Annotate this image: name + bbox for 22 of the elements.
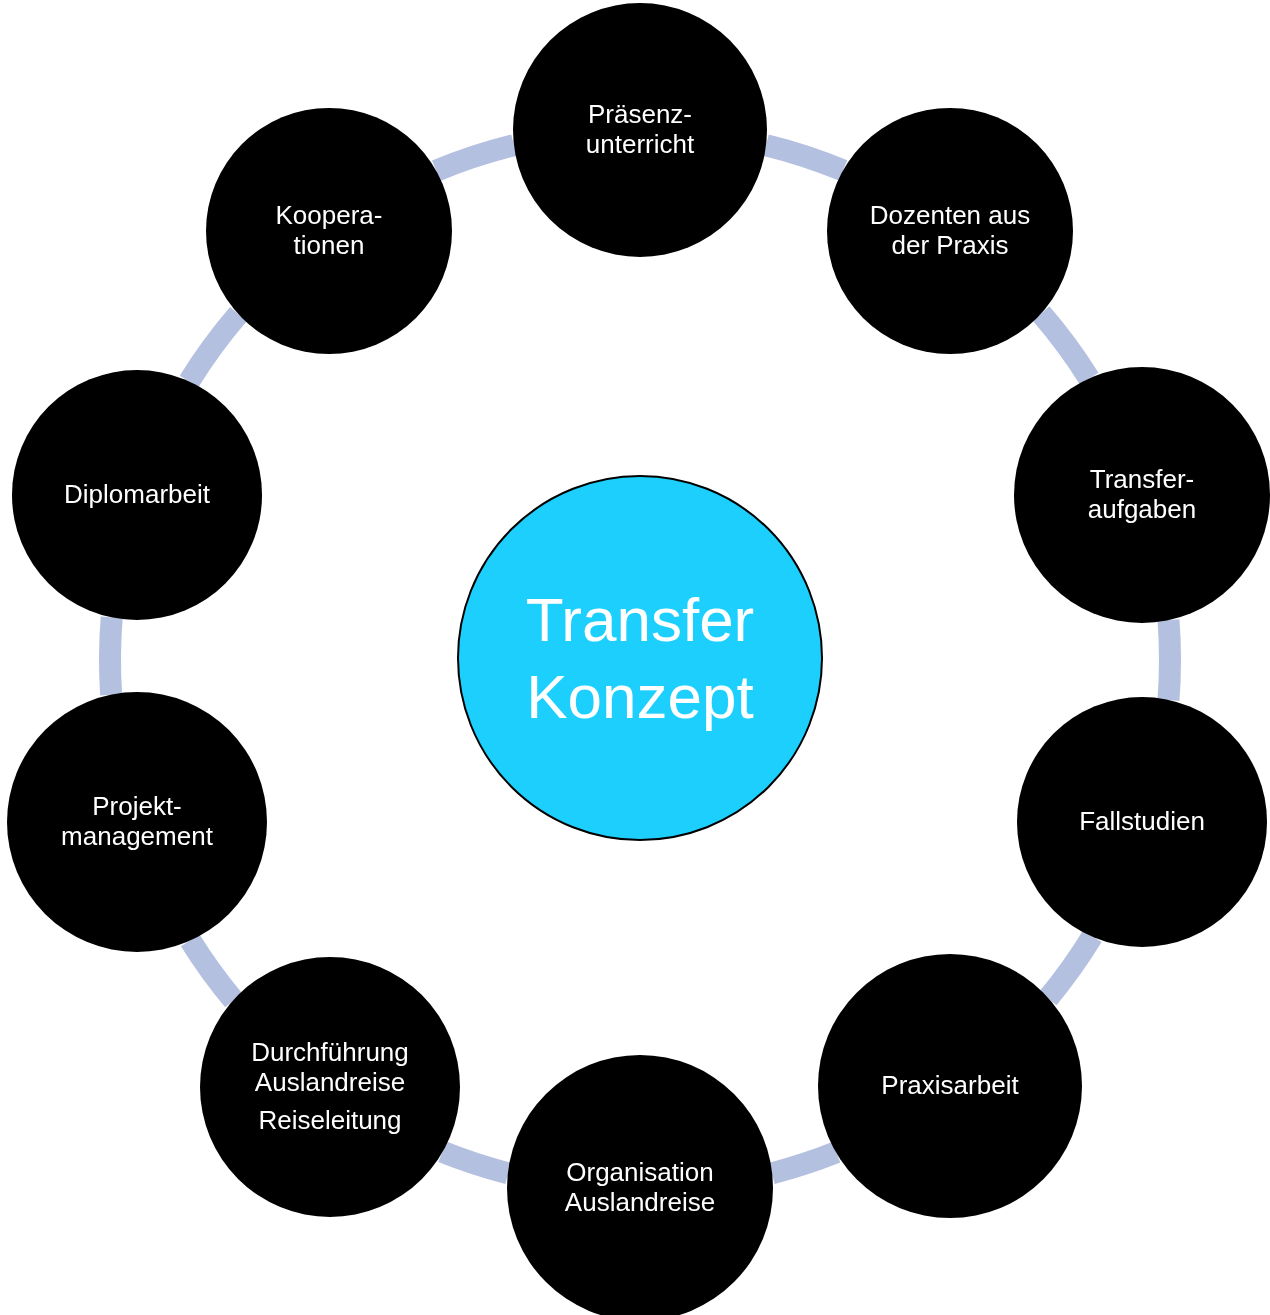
connector-arc [763, 134, 848, 181]
circle-label: Transfer- aufgaben [1086, 465, 1198, 525]
circle-label: Durchführung Auslandreise [250, 1038, 410, 1098]
connector-arc [769, 1142, 841, 1184]
connector-arc [438, 1141, 511, 1184]
circle-label: Koopera- tionen [274, 201, 384, 261]
connector-arc [1157, 619, 1181, 701]
circle-label: Transfer Konzept [524, 583, 756, 733]
connector-arc [181, 934, 243, 1008]
circle-label: Reiseleitung [258, 1105, 402, 1136]
connector-arc [179, 307, 247, 388]
circle-label: Projekt- management [60, 792, 214, 852]
connector-arc [432, 134, 517, 181]
circle-label: Präsenz- unterricht [584, 100, 696, 160]
circle-label: Dozenten aus der Praxis [868, 201, 1032, 261]
circle-label: Organisation Auslandreise [563, 1158, 717, 1218]
circle-label: Fallstudien [1079, 807, 1205, 837]
connector-arc [1032, 306, 1099, 385]
circle-label: Praxisarbeit [881, 1071, 1019, 1101]
circle-label: Diplomarbeit [64, 480, 210, 510]
connector-arc [1039, 930, 1102, 1006]
connector-arc [99, 616, 123, 696]
